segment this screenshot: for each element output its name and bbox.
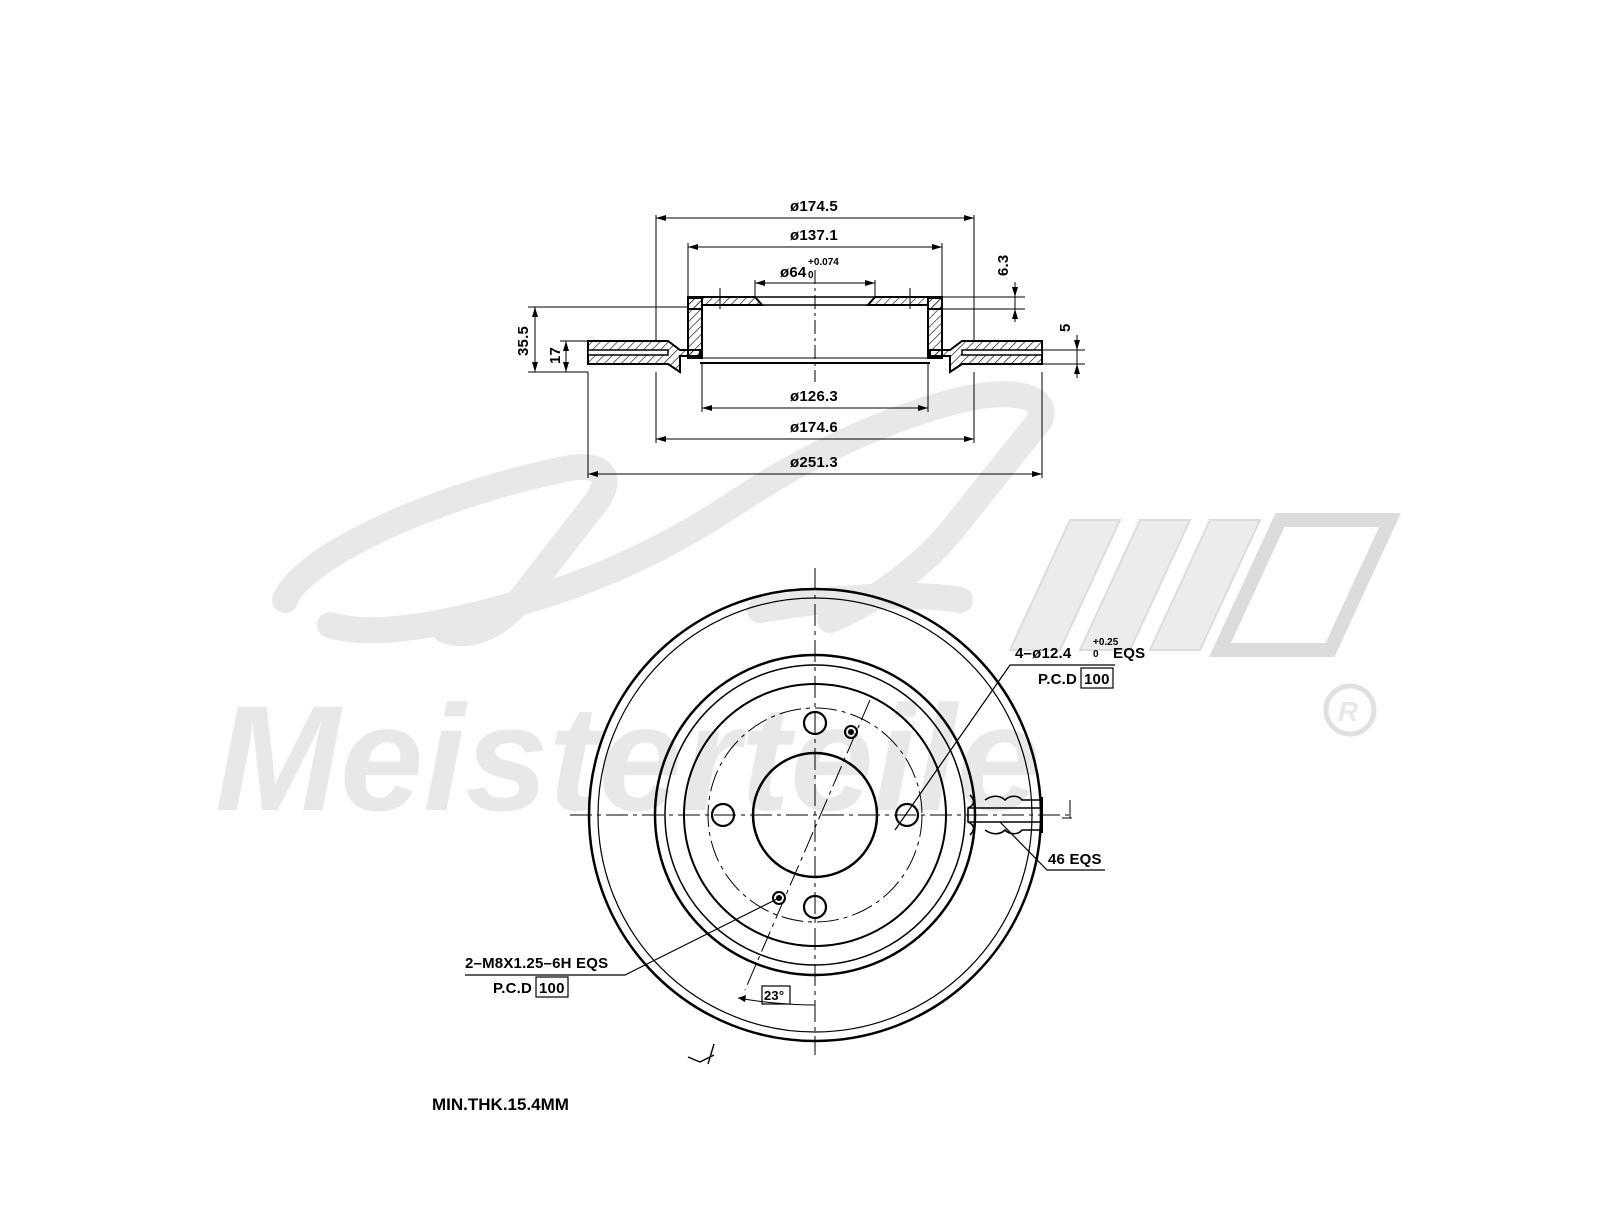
- disc-outer-chamfer: [597, 597, 1033, 1033]
- registered-mark-letter: R: [1338, 696, 1359, 727]
- dim-5: 5: [1057, 323, 1074, 332]
- plan-labels: 4–ø12.4 +0.25 0 EQS P.C.D 100 46 EQS 2–M…: [465, 637, 1145, 1003]
- plan-centerline-angled: [744, 699, 871, 991]
- angle-label: 23°: [764, 988, 784, 1003]
- section-friction-ring-left: [587, 340, 701, 374]
- dim-35-5: 35.5: [515, 326, 532, 356]
- leader-bolt-holes: [894, 664, 1115, 831]
- dim-d64-tol-lower: 0: [808, 270, 814, 281]
- watermark-logo: Meisterteile R: [215, 381, 1401, 842]
- section-friction-ring-right: [929, 340, 1043, 374]
- dim-6-3: 6.3: [995, 255, 1012, 276]
- vents-label: 46 EQS: [1048, 851, 1102, 868]
- bolt-hole-left: [710, 802, 736, 828]
- threaded-hole-top: [844, 725, 858, 739]
- bolt-hole-bottom: [802, 894, 828, 920]
- thread-pcd-box: [535, 976, 569, 998]
- thread-pcd-prefix: P.C.D: [493, 980, 532, 997]
- leader-threaded-holes: [465, 897, 780, 976]
- bolt-pcd-value: 100: [1084, 671, 1110, 688]
- plan-view: [465, 568, 1115, 1065]
- bolt-holes-tol-lower: 0: [1093, 649, 1099, 660]
- threaded-hole-bottom: [772, 891, 786, 905]
- section-hat-top-left: [687, 296, 765, 310]
- bolt-hole-right: [894, 802, 920, 828]
- watermark-word: Meisterteile: [215, 674, 1040, 842]
- bolt-holes-label: 4–ø12.4: [1015, 645, 1072, 662]
- vent-detail: [967, 794, 1072, 836]
- bolt-hole-top: [802, 710, 828, 736]
- dim-d64-tol-upper: +0.074: [808, 257, 839, 268]
- friction-inner-edge: [653, 653, 977, 977]
- dim-d174-6: ø174.6: [790, 419, 838, 436]
- pcd-circle: [707, 707, 923, 923]
- section-labels: ø174.5 ø137.1 ø64 +0.074 0 6.3 5 35.5 17…: [515, 198, 1074, 471]
- bolt-holes-tol-upper: +0.25: [1093, 637, 1119, 648]
- thread-pcd-value: 100: [539, 980, 565, 997]
- threaded-holes-label: 2–M8X1.25–6H EQS: [465, 955, 608, 972]
- hat-outer-edge: [664, 664, 966, 966]
- section-view: [528, 215, 1085, 478]
- dim-d64: ø64: [780, 264, 807, 281]
- center-bore: [751, 751, 879, 879]
- watermark-script-swoosh: [272, 381, 1055, 647]
- bolt-pcd-prefix: P.C.D: [1038, 671, 1077, 688]
- section-hat-top-right: [865, 296, 943, 310]
- dim-d251-3: ø251.3: [790, 454, 838, 471]
- dim-d174-5: ø174.5: [790, 198, 838, 215]
- angle-box: [761, 985, 791, 1005]
- min-thickness-note: MIN.THK.15.4MM: [432, 1095, 569, 1114]
- registered-mark-icon: [1323, 683, 1377, 737]
- dim-d126-3: ø126.3: [790, 388, 838, 405]
- dim-d137-1: ø137.1: [790, 227, 838, 244]
- bolt-pcd-box: [1080, 667, 1114, 689]
- bolt-holes-suffix: EQS: [1113, 645, 1145, 662]
- dim-17: 17: [547, 347, 564, 364]
- watermark-stripes: [1008, 513, 1401, 657]
- leader-vents: [999, 821, 1105, 871]
- hat-inner-edge: [683, 683, 947, 947]
